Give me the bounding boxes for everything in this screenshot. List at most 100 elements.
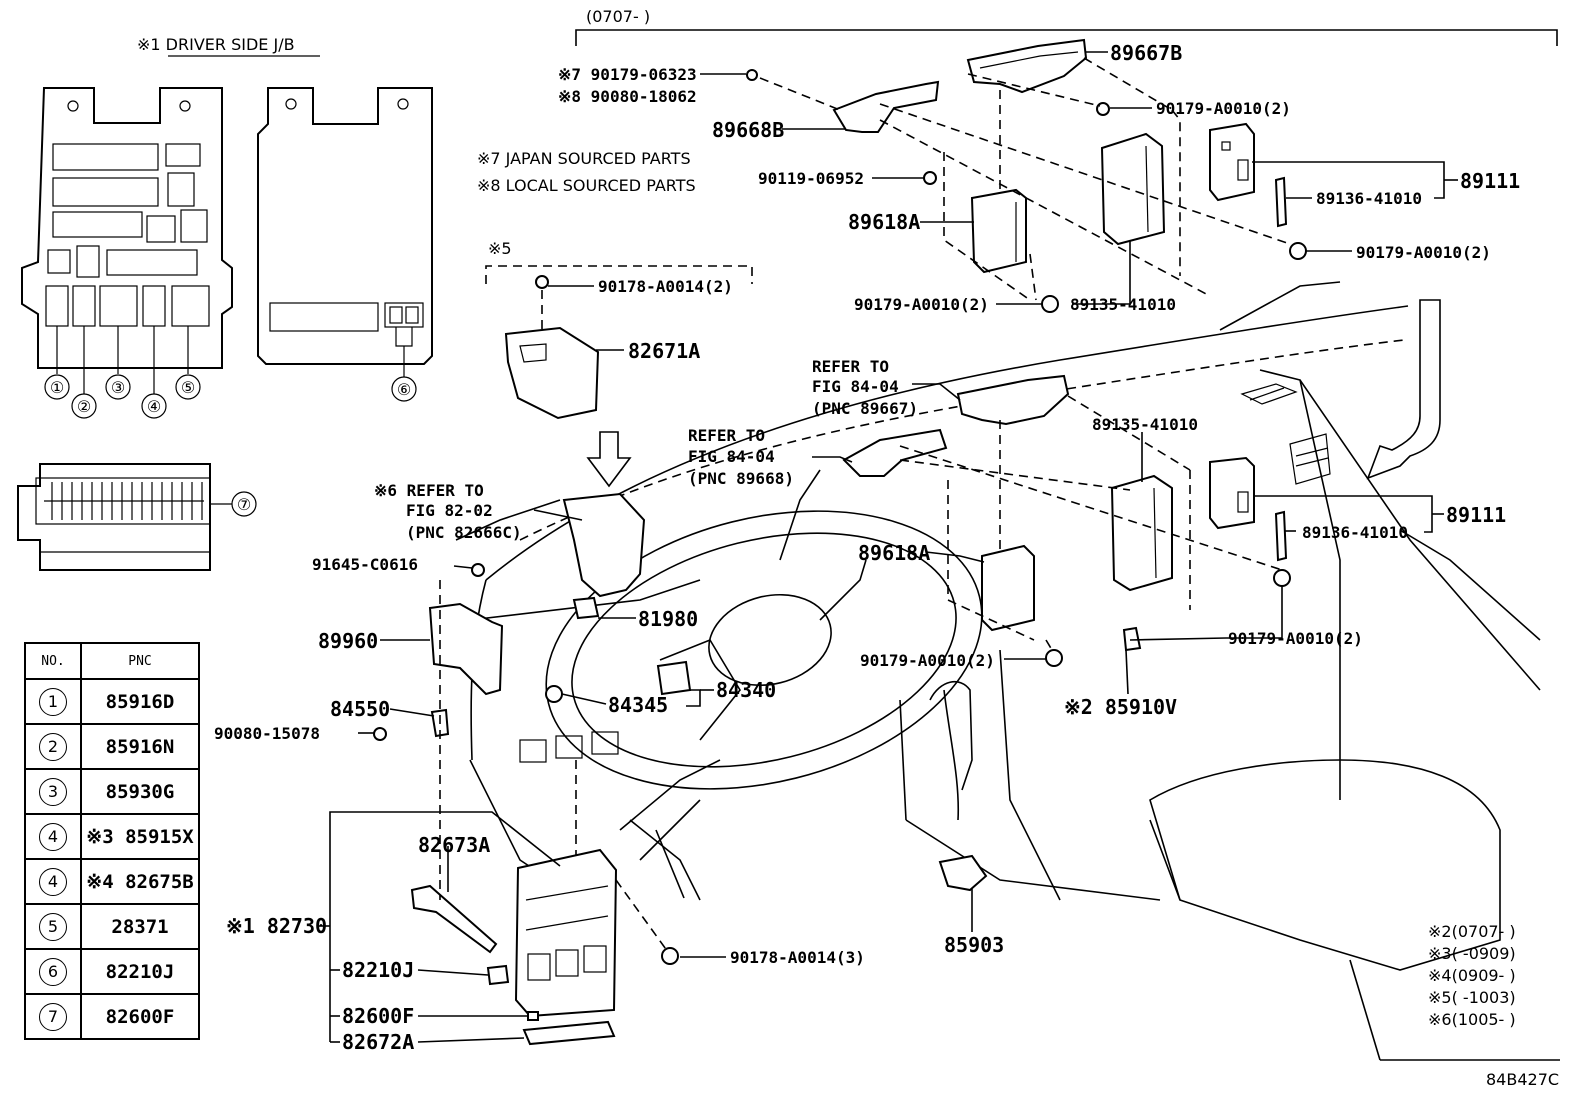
label-90179-A0010-d: 90179-A0010(2) (860, 651, 995, 670)
label-89618A-top: 89618A (848, 210, 920, 234)
pnc-table: NO. PNC 1 85916D 2 85916N 3 85930G 4 ※3 … (24, 642, 200, 1040)
label-89111-top: 89111 (1460, 169, 1520, 193)
label-82210J: 82210J (342, 958, 414, 982)
top-date-bracket: (0707- ) (575, 7, 1558, 46)
label-82672A: 82672A (342, 1030, 414, 1054)
label-84550: 84550 (330, 697, 390, 721)
row-no: 3 (39, 777, 67, 806)
svg-text:⑤: ⑤ (181, 378, 195, 397)
arrow-down-icon (586, 431, 632, 488)
label-82671A: 82671A (628, 339, 700, 363)
label-89136-mid: 89136-41010 (1302, 523, 1408, 542)
label-90179-A0010-a: 90179-A0010(2) (1156, 99, 1291, 118)
footnote-5: ※5( -1003) (1428, 988, 1516, 1007)
label-89135-mid: 89135-41010 (1092, 415, 1198, 434)
label-refer2-c: (PNC 89668) (688, 469, 794, 488)
label-refer1-b: FIG 84-04 (812, 377, 899, 396)
label-85903: 85903 (944, 933, 1004, 957)
svg-text:⑥: ⑥ (397, 380, 411, 399)
label-89618A-mid: 89618A (858, 541, 930, 565)
note-local: ※8 LOCAL SOURCED PARTS (477, 176, 696, 195)
row-no: 1 (39, 687, 67, 716)
label-refer2-b: FIG 84-04 (688, 447, 775, 466)
table-row: 4 ※4 82675B (24, 858, 200, 905)
label-89111-mid: 89111 (1446, 503, 1506, 527)
footnote-4: ※4(0909- ) (1428, 966, 1516, 985)
jb-fuse-block-view (17, 463, 232, 571)
part-labels: ※7 90179-06323 ※8 90080-18062 89667B 896… (214, 41, 1520, 1054)
lower-exploded-parts (373, 275, 1441, 1046)
table-row: 6 82210J (24, 948, 200, 995)
label-90179-A0010-c: 90179-A0010(2) (854, 295, 989, 314)
label-90080-18062: ※8 90080-18062 (558, 87, 697, 106)
row-no: 5 (39, 912, 67, 941)
curved-arrow-icon (1366, 299, 1441, 480)
module-89135-top (1100, 132, 1166, 246)
label-90178-A0014-3: 90178-A0014(3) (730, 948, 865, 967)
junction-block-82730 (514, 848, 618, 1018)
label-refer3-b: FIG 82-02 (406, 501, 493, 520)
label-refer2-a: REFER TO (688, 426, 765, 445)
upper-exploded-assembly (746, 38, 1307, 313)
svg-text:⑦: ⑦ (237, 495, 251, 514)
jb-marker-1: ① (44, 374, 70, 400)
module-89135-mid (1110, 474, 1173, 592)
table-header-row: NO. PNC (24, 642, 200, 680)
label-90179-A0010-b: 90179-A0010(2) (1356, 243, 1491, 262)
label-89667B: 89667B (1110, 41, 1182, 65)
label-82600F: 82600F (342, 1004, 414, 1028)
row-pnc: ※4 82675B (80, 858, 200, 905)
label-refer1-c: (PNC 89667) (812, 399, 918, 418)
label-82730: ※1 82730 (226, 914, 327, 938)
row-no: 4 (39, 822, 67, 851)
footnote-2: ※2(0707- ) (1428, 922, 1516, 941)
label-84345: 84345 (608, 693, 668, 717)
board-89111-top (1209, 122, 1255, 202)
jb-marker-2: ② (71, 393, 97, 419)
diagram-code: 84B427C (1486, 1070, 1559, 1089)
leader-lines (318, 51, 1458, 1043)
footnote-6: ※6(1005- ) (1428, 1010, 1516, 1029)
module-89960 (428, 602, 504, 696)
label-89668B: 89668B (712, 118, 784, 142)
table-header-pnc: PNC (80, 642, 200, 680)
label-90080-15078: 90080-15078 (214, 724, 320, 743)
table-header-no: NO. (24, 642, 82, 680)
label-89960: 89960 (318, 629, 378, 653)
label-refer1-a: REFER TO (812, 357, 889, 376)
junction-block-views: ※1 DRIVER SIDE J/B (17, 35, 433, 571)
label-90179-A0010-e: 90179-A0010(2) (1228, 629, 1363, 648)
svg-text:①: ① (50, 378, 64, 397)
relay-82671A (504, 326, 600, 420)
label-82673A: 82673A (418, 833, 490, 857)
board-89111-mid (1209, 456, 1255, 530)
row-pnc: 82210J (80, 948, 200, 995)
row-no: 6 (39, 957, 67, 986)
module-89618A-top (970, 188, 1027, 274)
bracket-note-5: ※5 (488, 239, 512, 258)
label-refer3-c: (PNC 82666C) (406, 523, 522, 542)
label-refer3-a: ※6 REFER TO (374, 481, 484, 500)
row-no: 4 (39, 867, 67, 896)
jb-marker-6: ⑥ (391, 376, 417, 402)
row-no: 7 (39, 1002, 67, 1031)
label-90178-A0014-2: 90178-A0014(2) (598, 277, 733, 296)
jb-marker-4: ④ (141, 393, 167, 419)
jb-marker-5: ⑤ (175, 374, 201, 400)
label-90119-06952: 90119-06952 (758, 169, 864, 188)
label-81980: 81980 (638, 607, 698, 631)
svg-text:④: ④ (147, 397, 161, 416)
svg-text:③: ③ (111, 378, 125, 397)
date-range-label: (0707- ) (586, 7, 650, 26)
nut-90179-06323 (746, 69, 758, 81)
bracket-89668B (832, 80, 940, 133)
jb-marker-7: ⑦ (231, 491, 257, 517)
row-pnc: 85930G (80, 768, 200, 815)
table-row: 7 82600F (24, 993, 200, 1040)
table-row: 1 85916D (24, 678, 200, 725)
row-pnc: 82600F (80, 993, 200, 1040)
note-japan: ※7 JAPAN SOURCED PARTS (477, 149, 691, 168)
row-pnc: 85916D (80, 678, 200, 725)
bracket-89667B (966, 38, 1088, 94)
